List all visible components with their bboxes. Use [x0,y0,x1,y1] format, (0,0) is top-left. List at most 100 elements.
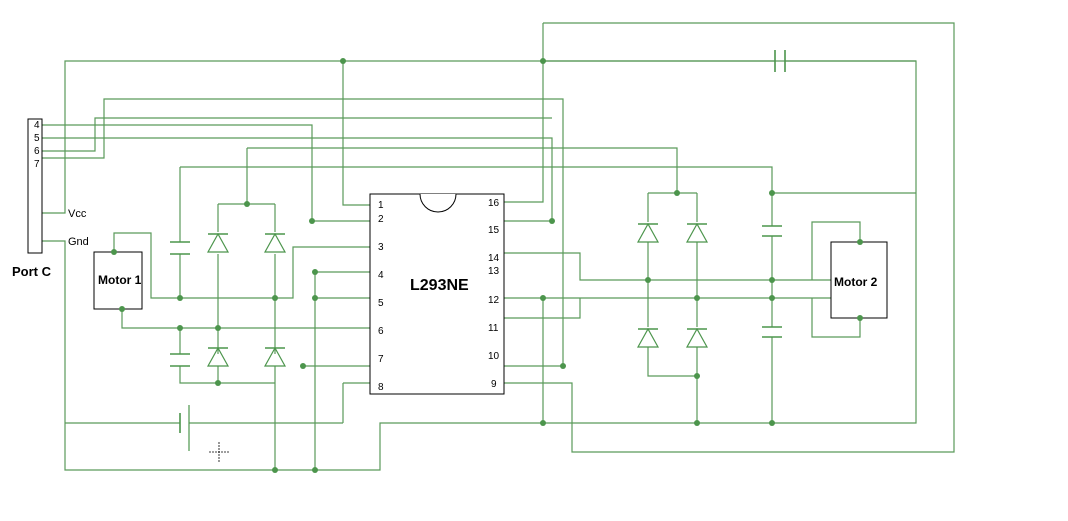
wire-cap-top [180,166,916,194]
junction [769,295,775,301]
wire-chip-pin3 [179,246,370,299]
diode-d6 [685,222,709,243]
chip-pin-10: 10 [488,351,500,362]
junction [177,295,183,301]
junction [769,190,775,196]
chip-pin-4: 4 [378,270,384,281]
chip-pin-1: 1 [378,200,384,211]
wire-gnd-rail [42,240,504,471]
junction [272,295,278,301]
diode-d5 [636,222,660,243]
junction [560,363,566,369]
wire-chip-pin11 [504,298,581,319]
junction [244,201,250,207]
gnd-label: Gnd [68,236,89,248]
chip-pin-12: 12 [488,295,500,306]
capacitor-top [774,50,786,72]
junction [177,325,183,331]
junction [694,295,700,301]
wire-motor1-bottom-pin6 [121,309,370,329]
port-pin-4: 4 [34,120,40,131]
diode-d4 [263,346,287,367]
chip-pin-7: 7 [378,354,384,365]
wire-port-pin5 [42,137,553,221]
chip-notch [419,193,457,213]
junction [312,295,318,301]
motor-1 [93,251,143,310]
capacitor-c2 [170,353,190,367]
junction [300,363,306,369]
capacitor-c1 [170,241,190,255]
wire-left-cap2-bottom [179,366,218,384]
chip-pin-6: 6 [378,326,384,337]
chip-pin-2: 2 [378,214,384,225]
port-c-label: Port C [12,264,52,279]
port-c-connector [27,118,43,254]
junction [540,295,546,301]
junction [272,467,278,473]
chip-pin-9: 9 [491,379,497,390]
port-pin-7: 7 [34,159,40,170]
junction [645,277,651,283]
diode-d8 [685,327,709,348]
wire-bridge1-bottom [217,366,275,384]
diode-d2 [263,232,287,253]
wire-chip-pin14 [504,252,860,281]
junction [674,190,680,196]
vcc-label: Vcc [68,208,87,220]
junction [549,218,555,224]
wire-bridge-link [247,147,678,193]
junction [857,315,863,321]
diode-d7 [636,327,660,348]
wire-motor2-top [811,221,861,280]
wire-motor2-bottom [811,298,861,338]
junction [340,58,346,64]
motor-2 [830,241,888,319]
junction [694,373,700,379]
motor-2-label: Motor 2 [834,275,878,289]
junction-dots [111,58,863,473]
battery [179,405,190,451]
junction [215,325,221,331]
l293ne-chip: L293NE 1 2 3 4 5 6 7 8 16 15 14 13 12 11… [369,193,505,395]
chip-pin-5: 5 [378,298,384,309]
junction [540,58,546,64]
wire-chip-pin16 [504,23,544,203]
wire-motor1-top [113,232,180,299]
diode-d3 [206,346,230,367]
junction [111,249,117,255]
motor-1-label: Motor 1 [98,273,142,287]
chip-pin-3: 3 [378,242,384,253]
wire-vcc-rail [42,60,917,424]
chip-pin-13: 13 [488,266,500,277]
junction [309,218,315,224]
capacitor-c4 [762,326,782,338]
wire-top-loop [504,22,955,453]
port-pin-6: 6 [34,146,40,157]
chip-body [369,193,505,395]
junction [769,277,775,283]
junction [540,420,546,426]
junction [312,467,318,473]
wire-port-pin7-to-chip-pin10 [42,98,564,367]
junction [312,269,318,275]
port-pin-5: 5 [34,133,40,144]
chip-pin-8: 8 [378,382,384,393]
crosshair-cursor-icon [209,442,229,462]
wiring [42,22,955,471]
junction [857,239,863,245]
capacitor-c3 [762,225,782,237]
chip-pin-16: 16 [488,198,500,209]
chip-pin-14: 14 [488,253,500,264]
wire-chip-pin1 [342,61,370,206]
chip-pin-15: 15 [488,225,500,236]
junction [215,380,221,386]
junction [119,306,125,312]
wire-port-pin6 [42,117,552,152]
diode-d1 [206,232,230,253]
wire-port-pin4-to-chip-pin2 [42,124,370,222]
junction [769,420,775,426]
junction [694,420,700,426]
wire-bridge2-bottom [647,347,697,377]
